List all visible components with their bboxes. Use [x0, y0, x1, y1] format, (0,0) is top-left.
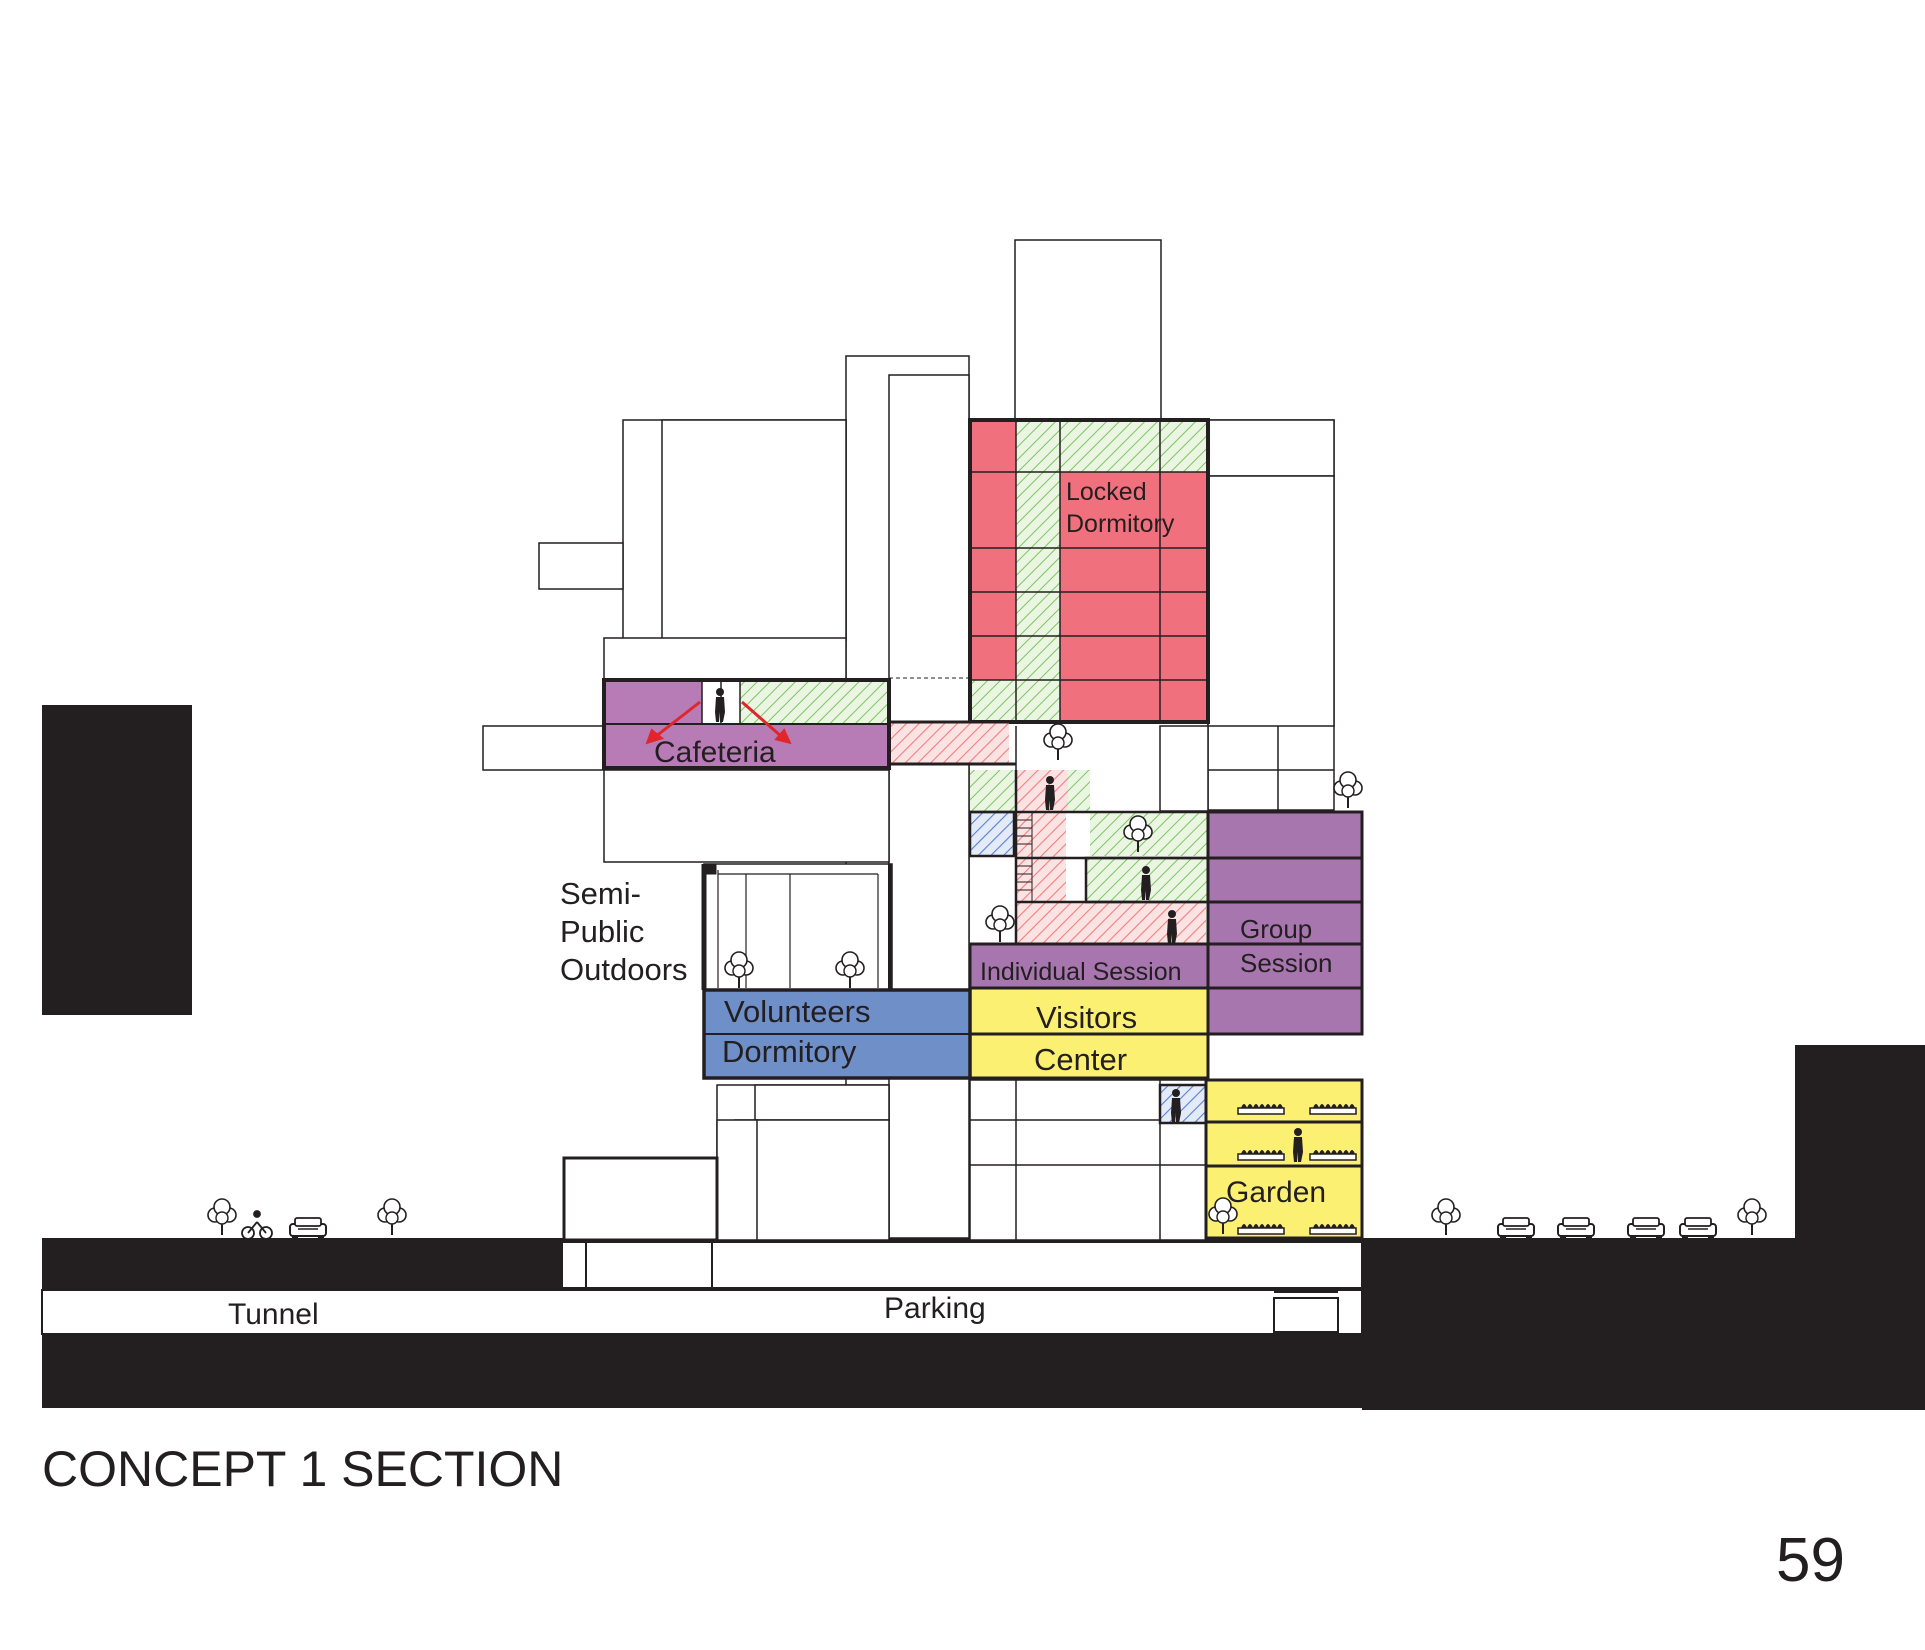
individual-session-block [968, 942, 1210, 990]
bridge [887, 677, 1208, 766]
svg-text:Volunteers: Volunteers [724, 994, 871, 1029]
group-session-block [1206, 810, 1364, 1036]
individual-session-label: Individual Session [980, 958, 1182, 986]
garden-block [1204, 1078, 1364, 1240]
svg-text:Semi-: Semi- [560, 876, 641, 911]
visitors-center-block [968, 986, 1210, 1080]
locked-dormitory-block [968, 418, 1210, 724]
volunteers-dormitory-label: Volunteers Dormitory [722, 994, 871, 1069]
svg-text:Dormitory: Dormitory [722, 1034, 857, 1069]
svg-text:Center: Center [1034, 1042, 1127, 1077]
garden-label: Garden [1226, 1176, 1326, 1209]
locked-dormitory-label: Locked Dormitory [1066, 478, 1175, 538]
svg-text:Locked: Locked [1066, 478, 1147, 506]
svg-text:Session: Session [1240, 948, 1333, 978]
site-entourage [207, 723, 1767, 1240]
tunnel-label: Tunnel [228, 1298, 319, 1331]
page-title: CONCEPT 1 SECTION [42, 1441, 564, 1497]
parking-label: Parking [884, 1292, 986, 1325]
cafeteria-block [602, 678, 891, 770]
svg-text:Outdoors: Outdoors [560, 952, 688, 987]
page-number: 59 [1776, 1526, 1845, 1595]
semi-public-outdoors-label: Semi- Public Outdoors [560, 876, 688, 987]
svg-text:Public: Public [560, 914, 644, 949]
parking-structure [561, 1241, 1363, 1333]
cafeteria-label: Cafeteria [654, 736, 776, 769]
svg-text:Dormitory: Dormitory [1066, 510, 1175, 538]
svg-text:Group: Group [1240, 914, 1312, 944]
visitors-center-label: Visitors Center [1034, 1000, 1137, 1077]
building-outline [482, 239, 1335, 1242]
volunteers-dormitory-block [702, 988, 972, 1080]
group-session-label: Group Session [1240, 914, 1333, 978]
svg-text:Visitors: Visitors [1036, 1000, 1137, 1035]
